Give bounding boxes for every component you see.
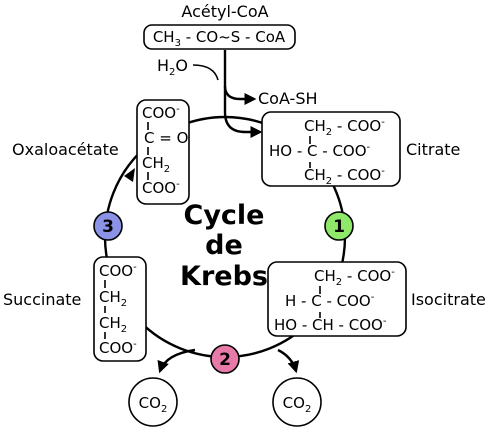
isocitrate-line-3: HO - CH - COO- [274,316,387,334]
succinate-box [93,256,147,362]
title-line-1: Cycle [184,200,265,231]
oxaloacetate-label: Oxaloacétate [12,140,119,159]
succinate-label: Succinate [3,290,81,309]
oxaloacetate-line-3: CH2 [142,154,170,175]
isocitrate-line-2: H - C - COO- [285,292,375,310]
water-label: H2O [157,56,188,78]
citrate-line-2: HO - C - COO- [269,142,371,160]
isocitrate-box [267,261,407,337]
citrate-line-3: CH2 - COO- [304,166,385,187]
isocitrate-line-1: CH2 - COO- [314,267,395,288]
oxaloacetate-line-2: C = O [144,129,188,147]
succinate-line-3: CH2 [99,314,127,335]
step-2-number: 2 [219,350,231,370]
citrate-label: Citrate [406,140,460,159]
co2-right-label: CO2 [283,394,312,415]
cycle-arrow-to-oxaloacetate [124,168,135,182]
acetyl-coa-label: Acétyl-CoA [181,2,268,21]
acetyl-coa-formula: CH3 - CO~S - CoA [153,28,286,49]
acetyl-entry-arrow [223,50,263,138]
step-1-number: 1 [333,217,345,237]
step-3-marker [93,211,123,241]
step-2-marker [210,344,240,374]
co2-right-circle [272,377,322,427]
oxaloacetate-line-1: COO- [142,104,180,122]
oxaloacetate-box [136,99,190,205]
step-3-number: 3 [102,217,114,237]
succinate-line-2: CH2 [99,288,127,309]
coa-release-arrow [223,85,257,105]
coa-sh-label: CoA-SH [258,89,318,108]
co2-release-arrow-right [277,348,300,374]
title-line-2: de [205,230,243,261]
citrate-line-1: CH2 - COO- [304,117,385,138]
succinate-line-1: COO- [99,262,137,280]
co2-left-circle [128,377,178,427]
water-arrow [192,64,219,81]
acetyl-coa-formula-box [143,24,296,50]
oxaloacetate-line-4: COO- [142,179,180,197]
succinate-line-4: COO- [99,339,137,357]
isocitrate-label: Isocitrate [411,290,486,309]
co2-release-arrow-left [157,348,196,374]
citrate-box [261,111,401,187]
title-line-3: Krebs [180,261,268,292]
step-1-marker [324,211,354,241]
co2-left-label: CO2 [139,394,168,415]
